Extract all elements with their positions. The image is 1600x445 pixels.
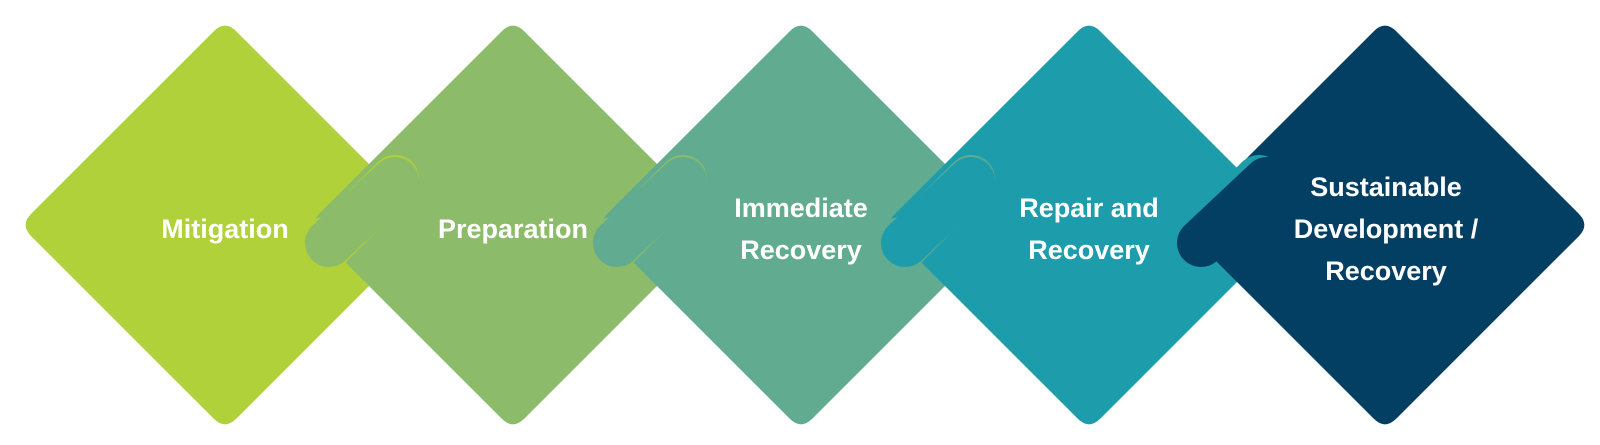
connector-back-4 [1177, 157, 1291, 267]
stage-label-preparation: Preparation [437, 214, 589, 244]
diamond-repair-and-recovery [889, 25, 1289, 425]
diamond-sustainable-development [1185, 25, 1585, 425]
stage-label-repair-and-recovery: Repair and Recovery [1019, 193, 1159, 265]
diamond-preparation [313, 25, 713, 425]
diamond-immediate-recovery [601, 25, 1001, 425]
connector-back-3 [881, 157, 995, 267]
stage-label-mitigation: Mitigation [161, 214, 289, 244]
stage-label-sustainable-development: Sustainable Development / Recovery [1293, 172, 1479, 286]
connector-back-1 [305, 157, 419, 267]
diamond-mitigation [25, 25, 425, 425]
stage-label-immediate-recovery: Immediate Recovery [734, 193, 868, 265]
connector-back-2 [593, 157, 707, 267]
